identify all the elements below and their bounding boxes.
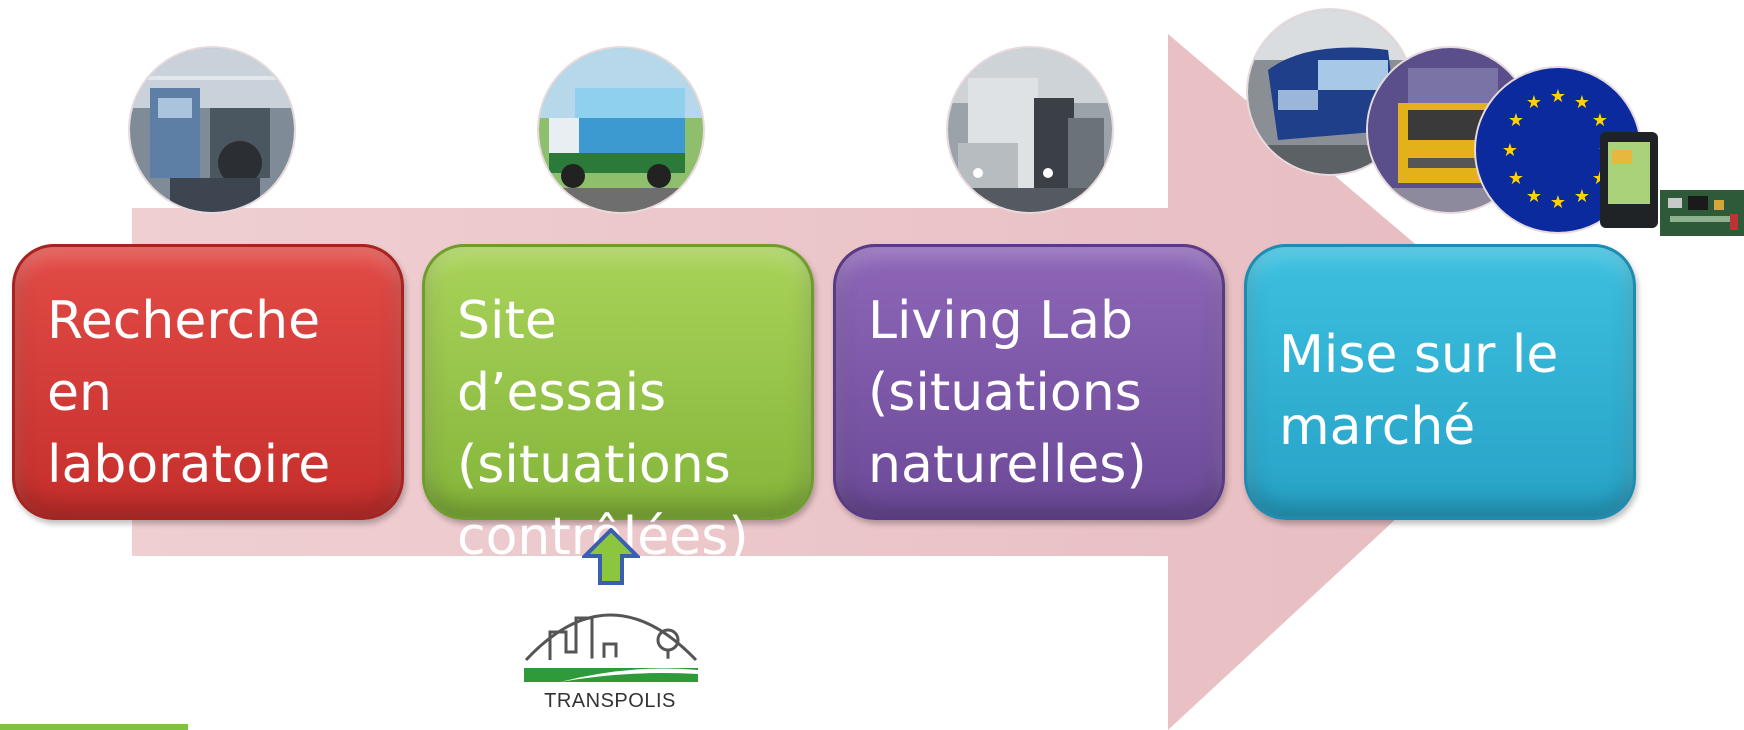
circuit-board (1660, 190, 1744, 236)
svg-text:★: ★ (1574, 186, 1590, 207)
svg-text:★: ★ (1574, 92, 1590, 113)
transpolis-logo (524, 613, 698, 682)
svg-text:★: ★ (1508, 110, 1524, 131)
stage-laboratory-line-2: en (47, 363, 112, 423)
stage-laboratory-research: Recherche en laboratoire (12, 244, 404, 520)
tram-photo (1246, 8, 1414, 176)
transpolis-logo-text: TRANSPOLIS (544, 690, 676, 712)
svg-text:★: ★ (1502, 140, 1518, 161)
stage-market-line-1: Mise sur le (1279, 325, 1559, 385)
stage-test-site: Site d’essais (situations contrôlées) (422, 244, 814, 567)
stage-market-launch: Mise sur le marché (1244, 244, 1636, 520)
svg-text:★: ★ (1526, 92, 1542, 113)
stage-test-site-line-2: (situations (457, 435, 731, 495)
stage-living-lab-line-3: naturelles) (868, 435, 1147, 495)
electric-truck-photo (537, 46, 705, 214)
stage-living-lab-line-1: Living Lab (868, 291, 1133, 351)
stage-laboratory-line-1: Recherche (47, 291, 321, 351)
laboratory-photo (128, 46, 296, 214)
stage-living-lab-line-2: (situations (868, 363, 1142, 423)
corner-accent-bar (0, 724, 188, 730)
svg-text:★: ★ (1550, 86, 1566, 107)
gps-device (1600, 132, 1658, 228)
stage-laboratory-line-3: laboratoire (47, 435, 331, 495)
svg-text:★: ★ (1592, 110, 1608, 131)
svg-text:★: ★ (1508, 168, 1524, 189)
stage-test-site-line-1: Site d’essais (457, 291, 667, 423)
up-arrow-icon (582, 528, 640, 585)
traffic-photo (946, 46, 1114, 214)
stage-market-line-2: marché (1279, 397, 1476, 457)
stage-living-lab: Living Lab (situations naturelles) (833, 244, 1225, 520)
svg-text:★: ★ (1526, 186, 1542, 207)
svg-text:★: ★ (1550, 192, 1566, 213)
